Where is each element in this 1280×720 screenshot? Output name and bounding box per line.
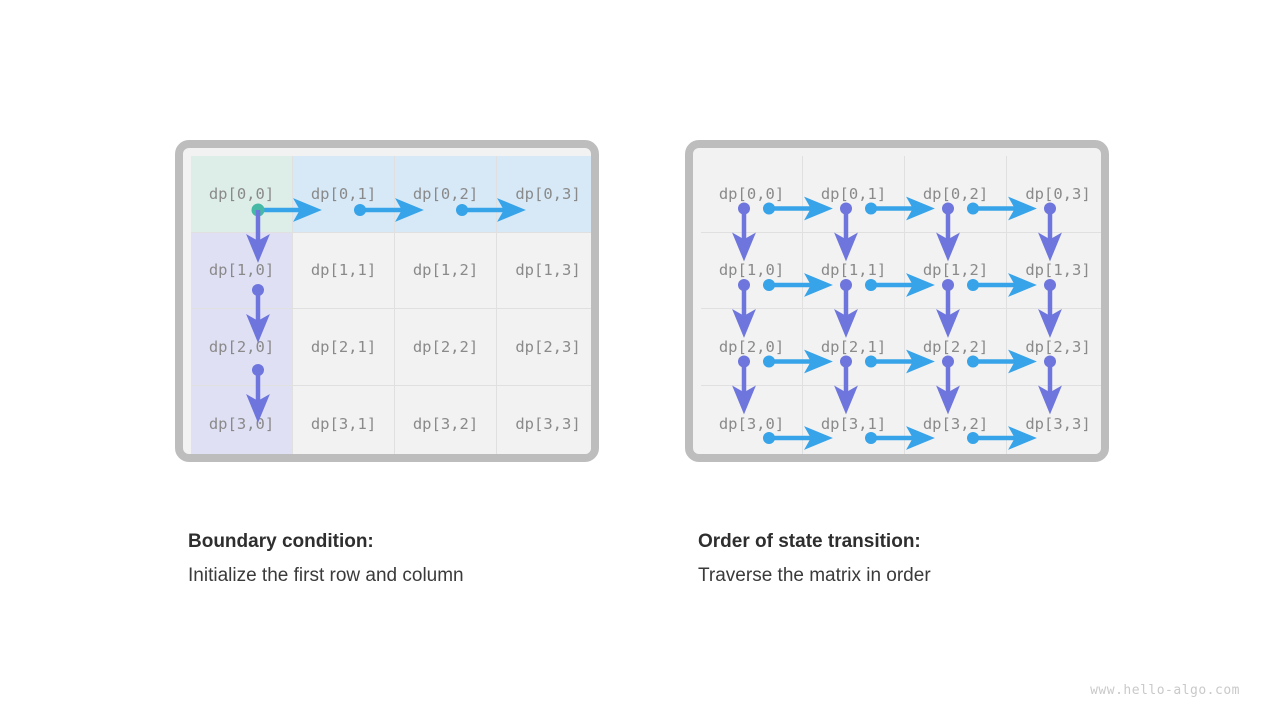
dp-cell-label: dp[3,0] [718, 414, 785, 433]
dp-cell-label: dp[0,0] [208, 184, 275, 203]
dp-cell-label: dp[2,3] [1025, 337, 1091, 356]
dp-cell-0-1: dp[0,1] [803, 156, 905, 233]
dp-cell-0-3: dp[0,3] [497, 156, 591, 233]
dp-cell-0-0: dp[0,0] [701, 156, 803, 233]
dp-cell-label: dp[1,2] [412, 261, 479, 280]
panel-boundary-condition: dp[0,0] dp[0,1] dp[0,2] dp[0,3] dp[1,0] dp[1,… [175, 140, 599, 462]
dp-cell-3-3: dp[3,3] [1007, 385, 1101, 454]
dp-cell-label: dp[0,3] [515, 184, 581, 203]
dp-cell-2-2: dp[2,2] [905, 309, 1007, 386]
dp-cell-label: dp[2,2] [922, 337, 989, 356]
dp-cell-label: dp[0,1] [310, 184, 377, 203]
dp-cell-2-3: dp[2,3] [497, 309, 591, 386]
dp-cell-3-0: dp[3,0] [191, 385, 293, 454]
caption-title-left: Boundary condition: [188, 531, 374, 552]
dp-cell-3-1: dp[3,1] [803, 385, 905, 454]
dp-cell-label: dp[3,2] [922, 414, 989, 433]
dp-cell-2-3: dp[2,3] [1007, 309, 1101, 386]
caption-body-left: Initialize the first row and column [188, 564, 464, 586]
dp-cell-1-0: dp[1,0] [701, 232, 803, 309]
dp-cell-1-0: dp[1,0] [191, 232, 293, 309]
dp-cell-label: dp[3,0] [208, 414, 275, 433]
dp-cell-2-0: dp[2,0] [701, 309, 803, 386]
dp-cell-1-2: dp[1,2] [395, 232, 497, 309]
dp-cell-label: dp[0,3] [1025, 184, 1091, 203]
dp-cell-3-3: dp[3,3] [497, 385, 591, 454]
grid-frame-left: dp[0,0] dp[0,1] dp[0,2] dp[0,3] dp[1,0] dp[1,… [175, 140, 599, 462]
dp-cell-2-0: dp[2,0] [191, 309, 293, 386]
dp-cell-label: dp[2,3] [515, 337, 581, 356]
dp-cell-label: dp[0,2] [922, 184, 989, 203]
dp-cell-label: dp[1,1] [820, 261, 887, 280]
dp-cell-label: dp[3,1] [820, 414, 887, 433]
dp-cell-label: dp[1,0] [718, 261, 785, 280]
dp-cell-label: dp[2,0] [718, 337, 785, 356]
dp-cell-3-2: dp[3,2] [905, 385, 1007, 454]
dp-cell-label: dp[3,3] [515, 414, 581, 433]
dp-cell-label: dp[1,2] [922, 261, 989, 280]
dp-cell-label: dp[0,2] [412, 184, 479, 203]
dp-cell-label: dp[1,1] [310, 261, 377, 280]
dp-cell-0-2: dp[0,2] [905, 156, 1007, 233]
dp-cell-label: dp[0,1] [820, 184, 887, 203]
dp-cell-label: dp[2,1] [820, 337, 887, 356]
dp-cell-0-3: dp[0,3] [1007, 156, 1101, 233]
dp-cell-1-1: dp[1,1] [293, 232, 395, 309]
dp-cell-label: dp[0,0] [718, 184, 785, 203]
grid-frame-right: dp[0,0] dp[0,1] dp[0,2] dp[0,3] dp[1,0] dp[1,… [685, 140, 1109, 462]
dp-cell-label: dp[2,2] [412, 337, 479, 356]
dp-cell-label: dp[3,2] [412, 414, 479, 433]
dp-cell-label: dp[2,0] [208, 337, 275, 356]
caption-title-right: Order of state transition: [698, 531, 921, 552]
dp-cell-label: dp[3,3] [1025, 414, 1091, 433]
dp-cell-0-2: dp[0,2] [395, 156, 497, 233]
dp-cell-2-1: dp[2,1] [803, 309, 905, 386]
dp-cell-label: dp[3,1] [310, 414, 377, 433]
dp-cell-0-1: dp[0,1] [293, 156, 395, 233]
dp-cell-label: dp[2,1] [310, 337, 377, 356]
dp-grid-right: dp[0,0] dp[0,1] dp[0,2] dp[0,3] dp[1,0] dp[1,… [701, 156, 1101, 454]
dp-cell-label: dp[1,3] [515, 261, 581, 280]
dp-cell-label: dp[1,3] [1025, 261, 1091, 280]
panel-state-transition-order: dp[0,0] dp[0,1] dp[0,2] dp[0,3] dp[1,0] dp[1,… [685, 140, 1109, 462]
caption-boundary-condition: Boundary condition: Initialize the first… [188, 530, 648, 588]
dp-cell-3-2: dp[3,2] [395, 385, 497, 454]
dp-cell-2-2: dp[2,2] [395, 309, 497, 386]
dp-cell-3-1: dp[3,1] [293, 385, 395, 454]
dp-cell-label: dp[1,0] [208, 261, 275, 280]
caption-body-right: Traverse the matrix in order [698, 564, 931, 586]
watermark: www.hello-algo.com [1090, 683, 1240, 698]
dp-cell-3-0: dp[3,0] [701, 385, 803, 454]
dp-cell-1-3: dp[1,3] [497, 232, 591, 309]
dp-grid-left: dp[0,0] dp[0,1] dp[0,2] dp[0,3] dp[1,0] dp[1,… [191, 156, 591, 454]
caption-state-transition-order: Order of state transition: Traverse the … [698, 530, 1158, 588]
dp-cell-2-1: dp[2,1] [293, 309, 395, 386]
dp-cell-1-1: dp[1,1] [803, 232, 905, 309]
dp-cell-0-0: dp[0,0] [191, 156, 293, 233]
dp-cell-1-2: dp[1,2] [905, 232, 1007, 309]
dp-cell-1-3: dp[1,3] [1007, 232, 1101, 309]
